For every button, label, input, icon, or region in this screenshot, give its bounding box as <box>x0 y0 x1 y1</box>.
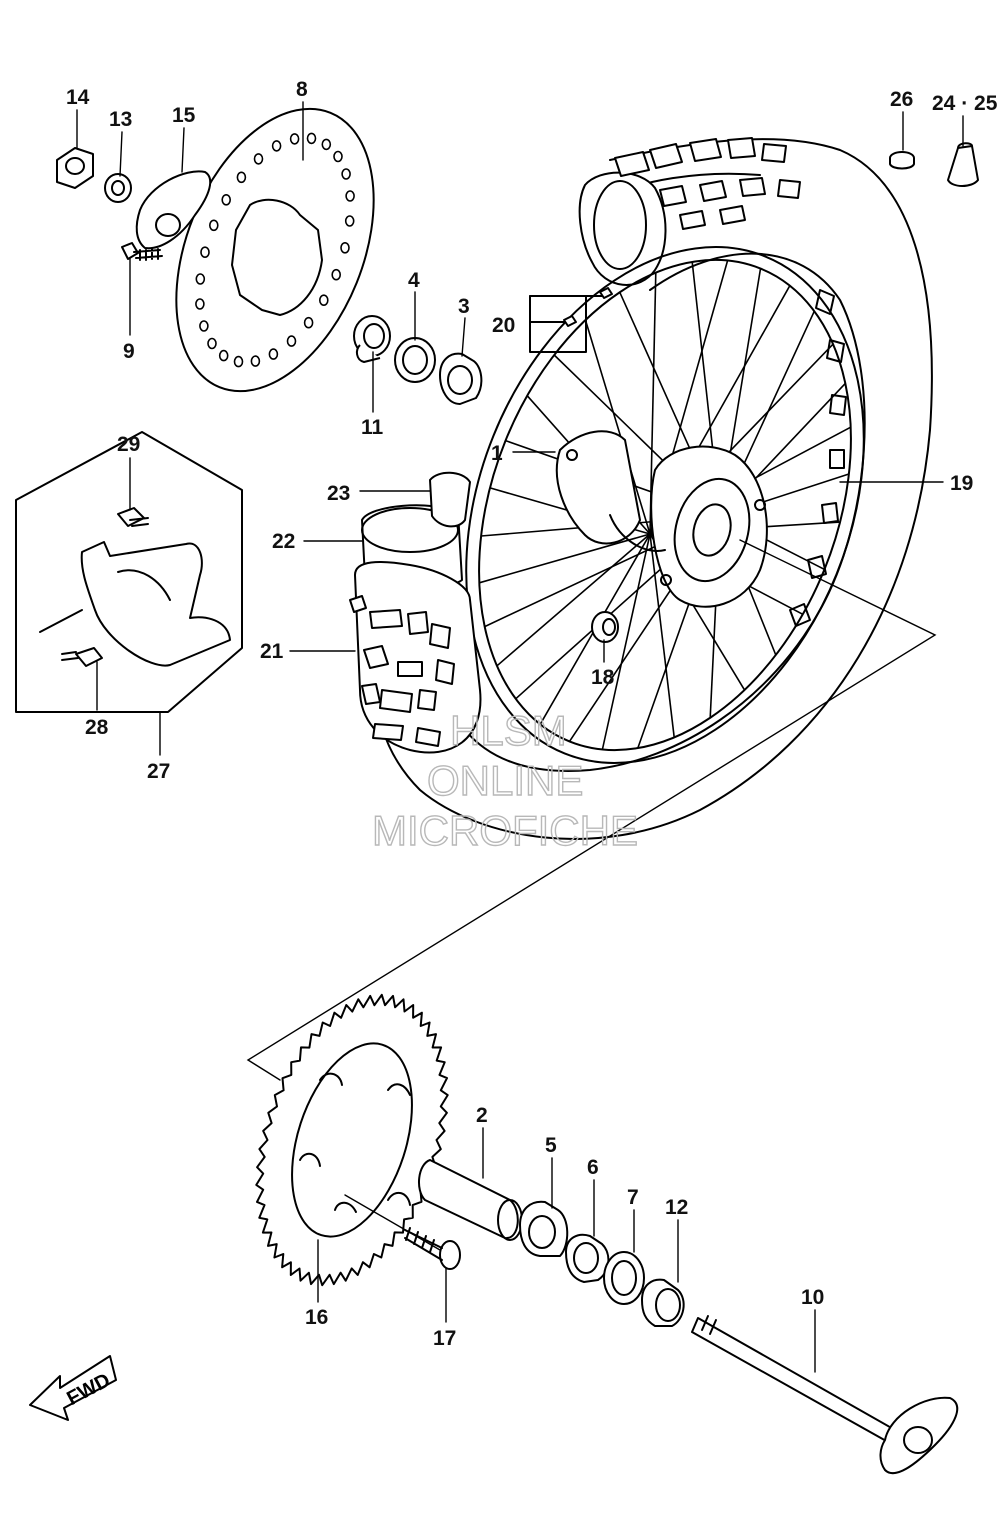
disc-hole <box>221 194 231 206</box>
fwd-arrow-icon: FWD <box>29 1355 117 1421</box>
callout-26: 26 <box>890 88 913 111</box>
watermark-line-3: MICROFICHE <box>372 807 638 854</box>
callout-7: 7 <box>627 1186 639 1209</box>
callout-3: 3 <box>458 295 470 318</box>
callout-19: 19 <box>950 472 973 495</box>
disc-hole <box>200 246 210 258</box>
callout-13: 13 <box>109 108 132 131</box>
chain-guide-box <box>15 431 243 713</box>
disc-bolt <box>121 242 163 261</box>
disc-hole <box>303 316 314 329</box>
disc-hole <box>199 320 209 332</box>
disc-hole <box>268 348 279 360</box>
callout-16: 16 <box>305 1306 328 1329</box>
disc-hole <box>218 349 229 362</box>
spoke <box>584 319 651 535</box>
callout-15: 15 <box>172 104 196 127</box>
watermark-line-2: ONLINE <box>427 757 583 804</box>
hub <box>555 430 768 608</box>
disc-hole <box>207 337 217 350</box>
valve <box>947 142 979 187</box>
disc-hole <box>318 294 329 307</box>
valve-cap <box>889 151 915 170</box>
spoke <box>649 533 675 738</box>
tire-tread <box>614 137 847 627</box>
tire-tube <box>349 471 482 754</box>
brake-disc <box>175 107 375 393</box>
disc-hole <box>271 140 282 152</box>
callout-18: 18 <box>591 666 615 689</box>
callout-22: 22 <box>272 530 295 553</box>
rear-sprocket <box>255 993 449 1287</box>
sprocket-bolt <box>404 1227 461 1270</box>
axle-nut <box>56 147 94 189</box>
disc-hole <box>341 168 351 180</box>
disc-hole <box>306 132 317 145</box>
callout-10: 10 <box>801 1286 824 1309</box>
tube-tread <box>349 595 455 747</box>
callout-4: 4 <box>408 269 420 292</box>
watermark-line-1: HLSM <box>450 707 567 754</box>
callout-9: 9 <box>123 340 135 363</box>
watermark: HLSM ONLINE MICROFICHE <box>371 706 638 854</box>
spoke <box>496 533 651 667</box>
disc-hole <box>195 298 205 310</box>
callout-29: 29 <box>117 433 140 456</box>
disc-hole <box>333 150 343 163</box>
wheel-spacer <box>353 315 391 363</box>
callout-12: 12 <box>665 1196 688 1219</box>
callout-21: 21 <box>260 640 284 663</box>
oil-seal-left <box>603 1251 645 1305</box>
callout-28: 28 <box>85 716 109 739</box>
spoke-nipples <box>529 287 613 353</box>
tire <box>379 137 933 840</box>
callout-23: 23 <box>327 482 350 505</box>
seal-inner <box>565 1233 610 1283</box>
callout-6: 6 <box>587 1156 599 1179</box>
hub-collar <box>418 1159 523 1241</box>
disc-hole <box>321 138 332 151</box>
callout-24-25: 24 · 25 <box>932 92 998 115</box>
disc-hole <box>195 273 206 285</box>
callout-11: 11 <box>361 416 384 439</box>
disc-hole <box>253 153 264 165</box>
callout-20: 20 <box>492 314 515 337</box>
disc-hole <box>233 355 244 368</box>
callout-1: 1 <box>491 442 503 465</box>
callout-5: 5 <box>545 1134 557 1157</box>
disc-hole <box>250 355 261 367</box>
oil-seal <box>394 337 436 383</box>
bearing-right <box>439 352 483 405</box>
disc-hole <box>331 268 342 281</box>
spoke <box>601 533 651 750</box>
leader-lines <box>76 101 964 1373</box>
rim-lock <box>591 611 619 643</box>
callout-17: 17 <box>433 1327 456 1350</box>
disc-hole <box>236 171 247 184</box>
callout-27: 27 <box>147 760 170 783</box>
chain-adjuster <box>135 170 212 250</box>
callout-8: 8 <box>296 78 308 101</box>
spoke <box>479 533 651 584</box>
disc-hole <box>345 190 355 202</box>
callout-14: 14 <box>66 86 90 109</box>
left-spacer <box>641 1278 685 1327</box>
bearing-left <box>519 1200 569 1257</box>
disc-hole <box>340 242 350 254</box>
exploded-lines <box>246 539 937 1251</box>
callouts: 1 2 3 4 5 6 7 8 9 10 11 12 13 14 15 16 1… <box>66 78 998 1350</box>
callout-2: 2 <box>476 1104 488 1127</box>
disc-hole <box>289 133 300 145</box>
washer <box>104 173 132 203</box>
disc-hole <box>344 215 355 227</box>
rear-axle <box>691 1315 959 1475</box>
disc-hole <box>209 219 219 232</box>
disc-hole <box>286 335 297 347</box>
